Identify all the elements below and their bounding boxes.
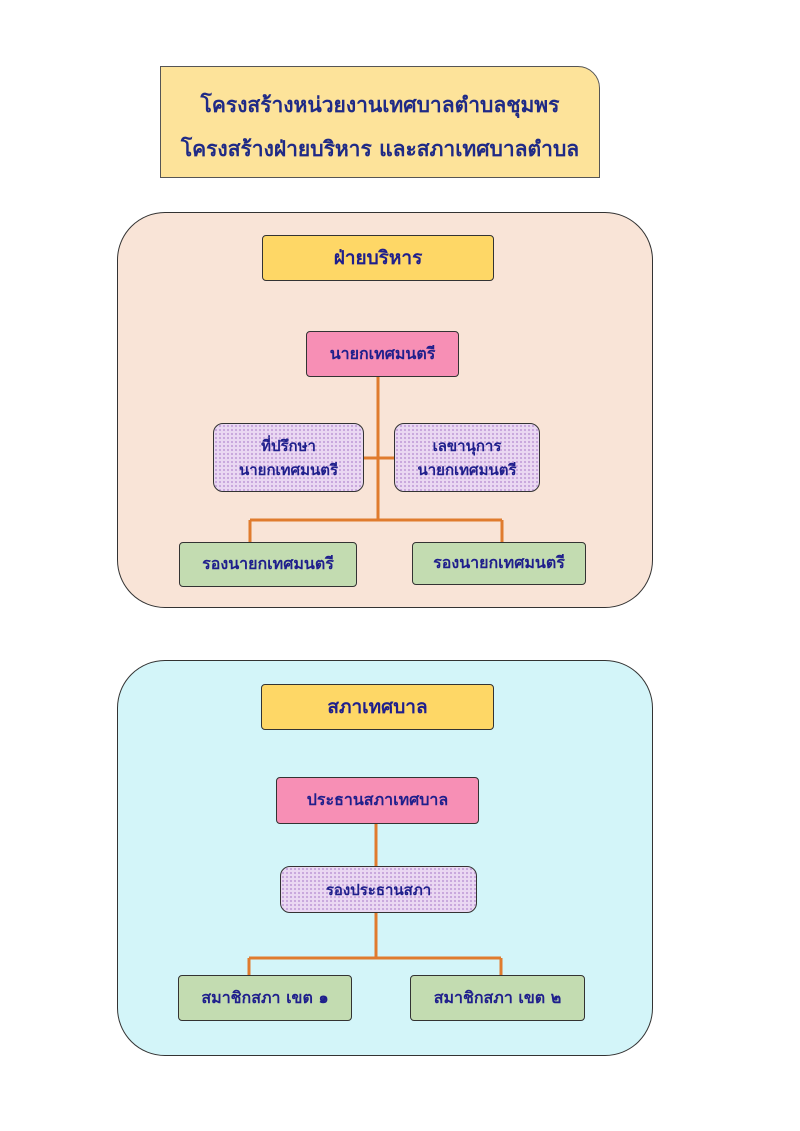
deputy-mayor-box-1: รองนายกเทศมนตรี [179,542,357,587]
vice-chair-box: รองประธานสภา [280,866,477,913]
mayor-box: นายกเทศมนตรี [306,331,459,377]
executive-header: ฝ่ายบริหาร [262,235,494,281]
council-header: สภาเทศบาล [261,684,494,730]
council-chair-box: ประธานสภาเทศบาล [276,777,479,824]
title-line-1: โครงสร้างหน่วยงานเทศบาลตำบลชุมพร [200,93,560,117]
council-member-box-1: สมาชิกสภา เขต ๑ [178,975,352,1021]
council-member-box-2: สมาชิกสภา เขต ๒ [410,975,585,1021]
title-line-2: โครงสร้างฝ่ายบริหาร และสภาเทศบาลตำบล [180,137,580,161]
secretary-line-2: นายกเทศมนตรี [417,460,517,479]
advisor-box: ที่ปรึกษา นายกเทศมนตรี [213,423,364,492]
advisor-line-2: นายกเทศมนตรี [238,460,339,479]
secretary-box: เลขานุการ นายกเทศมนตรี [394,423,540,492]
secretary-line-1: เลขานุการ [432,436,502,455]
advisor-line-1: ที่ปรึกษา [261,436,316,455]
deputy-mayor-box-2: รองนายกเทศมนตรี [412,542,586,585]
title-box: โครงสร้างหน่วยงานเทศบาลตำบลชุมพร โครงสร้… [160,66,600,178]
